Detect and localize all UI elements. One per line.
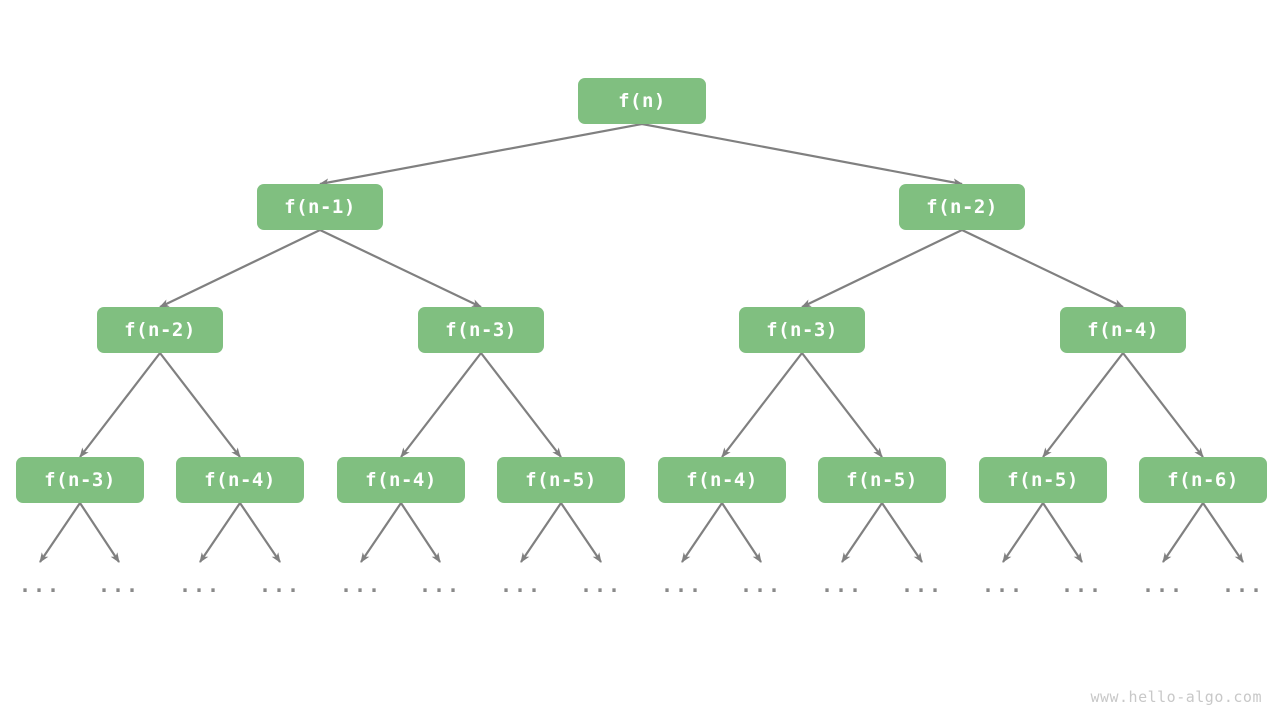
tree-edge [721, 502, 762, 563]
ellipsis-marker: ... [820, 573, 864, 597]
tree-edge [79, 352, 161, 458]
tree-edge [319, 122, 643, 187]
tree-edge [199, 502, 241, 563]
tree-node[interactable]: f(n-4) [176, 457, 304, 503]
tree-edge [1162, 502, 1204, 563]
tree-edge [520, 502, 562, 563]
ellipsis-marker: ... [499, 573, 543, 597]
tree-edge [681, 502, 723, 563]
tree-edge [1042, 502, 1083, 563]
tree-edge [400, 352, 482, 458]
tree-node[interactable]: f(n-5) [497, 457, 625, 503]
ellipsis-marker: ... [579, 573, 623, 597]
ellipsis-marker: ... [900, 573, 944, 597]
tree-edge [1122, 352, 1204, 458]
tree-node[interactable]: f(n-4) [337, 457, 465, 503]
tree-node[interactable]: f(n-2) [899, 184, 1025, 230]
tree-edge [1202, 502, 1244, 563]
tree-edge [39, 502, 81, 563]
tree-edge [159, 352, 241, 458]
tree-edge [480, 352, 562, 458]
ellipsis-marker: ... [18, 573, 62, 597]
tree-edge [159, 229, 321, 308]
tree-node[interactable]: f(n-4) [1060, 307, 1186, 353]
tree-edge [721, 352, 803, 458]
tree-node[interactable]: f(n) [578, 78, 706, 124]
tree-edge [400, 502, 441, 563]
tree-edge [801, 229, 963, 308]
ellipsis-marker: ... [981, 573, 1025, 597]
tree-node[interactable]: f(n-5) [818, 457, 946, 503]
tree-edge [641, 122, 963, 187]
tree-edge [79, 502, 120, 563]
tree-edge [801, 352, 883, 458]
tree-edge [961, 229, 1124, 308]
tree-node[interactable]: f(n-2) [97, 307, 223, 353]
watermark: www.hello-algo.com [1090, 688, 1262, 706]
ellipsis-marker: ... [1221, 573, 1265, 597]
tree-node[interactable]: f(n-1) [257, 184, 383, 230]
tree-edge [239, 502, 281, 563]
tree-edge [881, 502, 923, 563]
ellipsis-marker: ... [1141, 573, 1185, 597]
tree-node[interactable]: f(n-3) [16, 457, 144, 503]
ellipsis-marker: ... [97, 573, 141, 597]
tree-node[interactable]: f(n-6) [1139, 457, 1267, 503]
tree-edge [1002, 502, 1044, 563]
ellipsis-marker: ... [258, 573, 302, 597]
tree-node[interactable]: f(n-5) [979, 457, 1107, 503]
ellipsis-marker: ... [418, 573, 462, 597]
tree-node[interactable]: f(n-3) [418, 307, 544, 353]
tree-node[interactable]: f(n-4) [658, 457, 786, 503]
tree-node[interactable]: f(n-3) [739, 307, 865, 353]
tree-edge [1042, 352, 1124, 458]
ellipsis-marker: ... [660, 573, 704, 597]
ellipsis-marker: ... [739, 573, 783, 597]
tree-edge [319, 229, 482, 308]
tree-edge [560, 502, 602, 563]
ellipsis-marker: ... [1060, 573, 1104, 597]
ellipsis-marker: ... [178, 573, 222, 597]
ellipsis-marker: ... [339, 573, 383, 597]
tree-edge [360, 502, 402, 563]
tree-edge [841, 502, 883, 563]
